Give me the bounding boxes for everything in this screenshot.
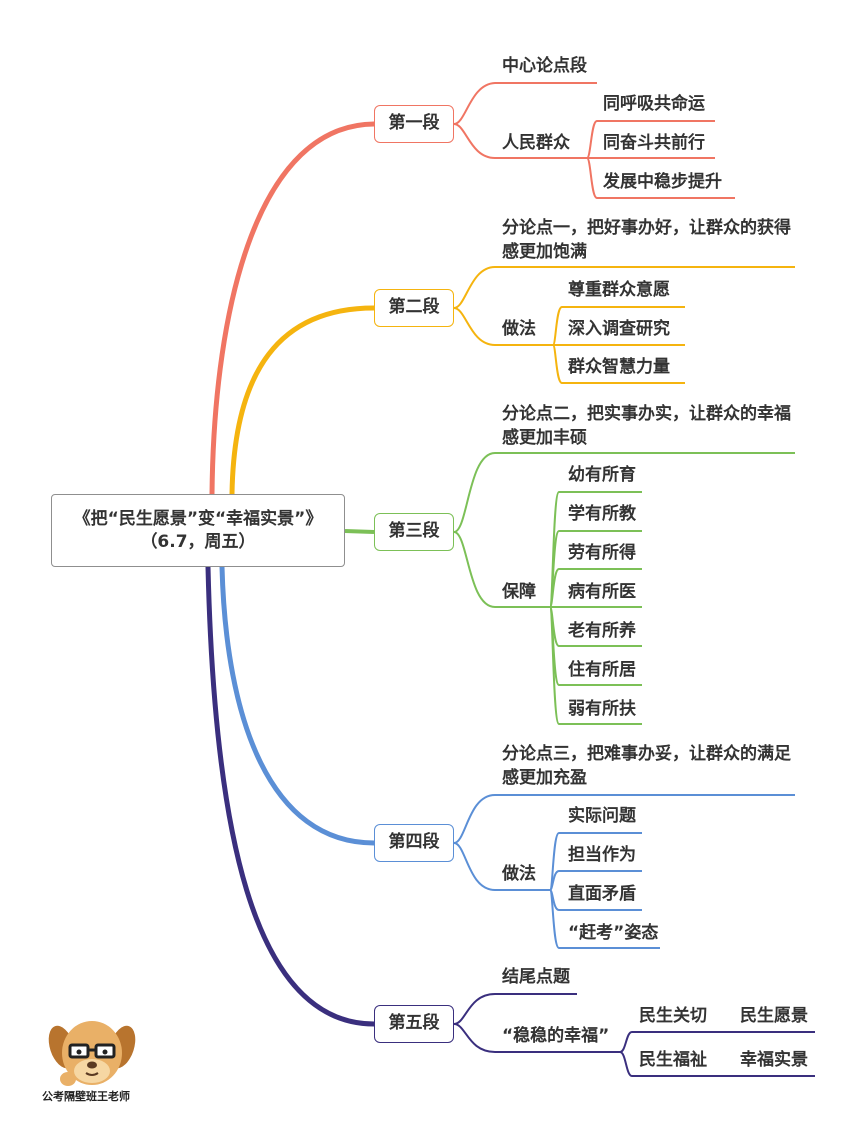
link-root-section3 — [344, 529, 375, 534]
section1-topic: 中心论点段 — [502, 56, 587, 76]
section3-item: 住有所居 — [568, 660, 636, 680]
link-root-section2 — [229, 305, 377, 497]
section1-item: 同奋斗共前行 — [603, 133, 705, 153]
section2-lines — [453, 266, 795, 384]
section3-item: 幼有所育 — [568, 465, 636, 485]
root-title: 《把“民生愿景”变“幸福实景”》 — [73, 509, 323, 529]
section3-item: 病有所医 — [568, 582, 636, 602]
section1-item: 同呼吸共命运 — [603, 94, 705, 114]
section3-item: 学有所教 — [568, 504, 636, 524]
section3-lines — [453, 452, 795, 725]
section5-group: “稳稳的幸福” — [502, 1026, 610, 1046]
section1-group: 人民群众 — [502, 133, 570, 153]
section5-pair-left: 民生关切 — [639, 1006, 707, 1026]
section2-item: 尊重群众意愿 — [568, 280, 670, 300]
section5-lines — [453, 993, 815, 1077]
section5-topic: 结尾点题 — [502, 967, 570, 987]
section5-pair-right: 民生愿景 — [740, 1006, 808, 1026]
section2-item: 深入调查研究 — [568, 319, 670, 339]
section4-group: 做法 — [502, 864, 536, 884]
section4-item: 实际问题 — [568, 806, 636, 826]
section4-lines — [453, 794, 795, 949]
section3-item: 弱有所扶 — [568, 699, 636, 719]
section3-topic: 分论点二，把实事办实，让群众的幸福感更加丰硕 — [502, 404, 791, 448]
link-root-section5 — [205, 564, 377, 1027]
section4-topic: 分论点三，把难事办妥，让群众的满足感更加充盈 — [502, 744, 791, 788]
section3-item: 老有所养 — [568, 621, 636, 641]
root-topic: 《把“民生愿景”变“幸福实景”》 （6.7，周五） — [51, 494, 345, 567]
section4-item: 担当作为 — [568, 845, 636, 865]
section5-pair-right: 幸福实景 — [740, 1050, 808, 1070]
section1-lines — [453, 82, 735, 199]
section5-box: 第五段 — [374, 1005, 454, 1043]
section2-topic: 分论点一，把好事办好，让群众的获得感更加饱满 — [502, 218, 791, 262]
link-root-section1 — [209, 121, 377, 497]
section3-group: 保障 — [502, 582, 536, 602]
section2-group: 做法 — [502, 319, 536, 339]
section5-pair-left: 民生福祉 — [639, 1050, 707, 1070]
section1-item: 发展中稳步提升 — [603, 172, 722, 192]
section1-box: 第一段 — [374, 105, 454, 143]
dog-mascot-icon — [48, 1021, 136, 1086]
section4-item: “赶考”姿态 — [568, 923, 659, 943]
link-root-section4 — [219, 564, 377, 846]
section4-item: 直面矛盾 — [568, 884, 636, 904]
section3-item: 劳有所得 — [568, 543, 636, 563]
section4-box: 第四段 — [374, 824, 454, 862]
section2-item: 群众智慧力量 — [568, 357, 670, 377]
section2-box: 第二段 — [374, 289, 454, 327]
author-credit: 公考隔壁班王老师 — [42, 1090, 130, 1103]
root-subtitle: （6.7，周五） — [140, 532, 256, 552]
section3-box: 第三段 — [374, 513, 454, 551]
